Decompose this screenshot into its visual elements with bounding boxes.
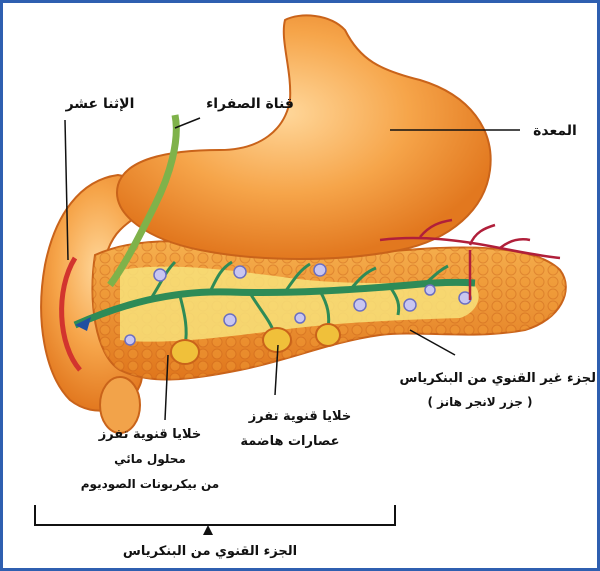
label-ductal-part: الجزء القنوي من البنكرياس xyxy=(123,544,297,559)
label-duodenum: الإثنا عشر xyxy=(65,96,135,112)
pancreas-diagram: الإثنا عشر قناة الصفراء المعدة الجزء غير… xyxy=(3,3,597,568)
label-cells-water-1: خلايا قنوية تفرز xyxy=(98,427,202,442)
duodenum-lower-loop xyxy=(100,377,140,433)
label-bile-duct: قناة الصفراء xyxy=(206,96,294,112)
ductal-bracket xyxy=(35,505,395,525)
label-cells-water-3: من بيكربونات الصوديوم xyxy=(81,477,219,492)
label-cells-water-2: محلول مائي xyxy=(114,452,186,467)
bracket-pointer xyxy=(203,525,213,535)
label-cells-digestive-2: عصارات هاضمة xyxy=(240,434,339,449)
label-langerhans: ( جزر لانجر هانز ) xyxy=(427,395,532,409)
label-cells-digestive-1: خلايا قنوية تفرز xyxy=(248,409,352,424)
label-stomach: المعدة xyxy=(533,123,577,139)
label-non-ductal-part: الجزء غير القنوي من البنكرياس xyxy=(400,371,597,386)
